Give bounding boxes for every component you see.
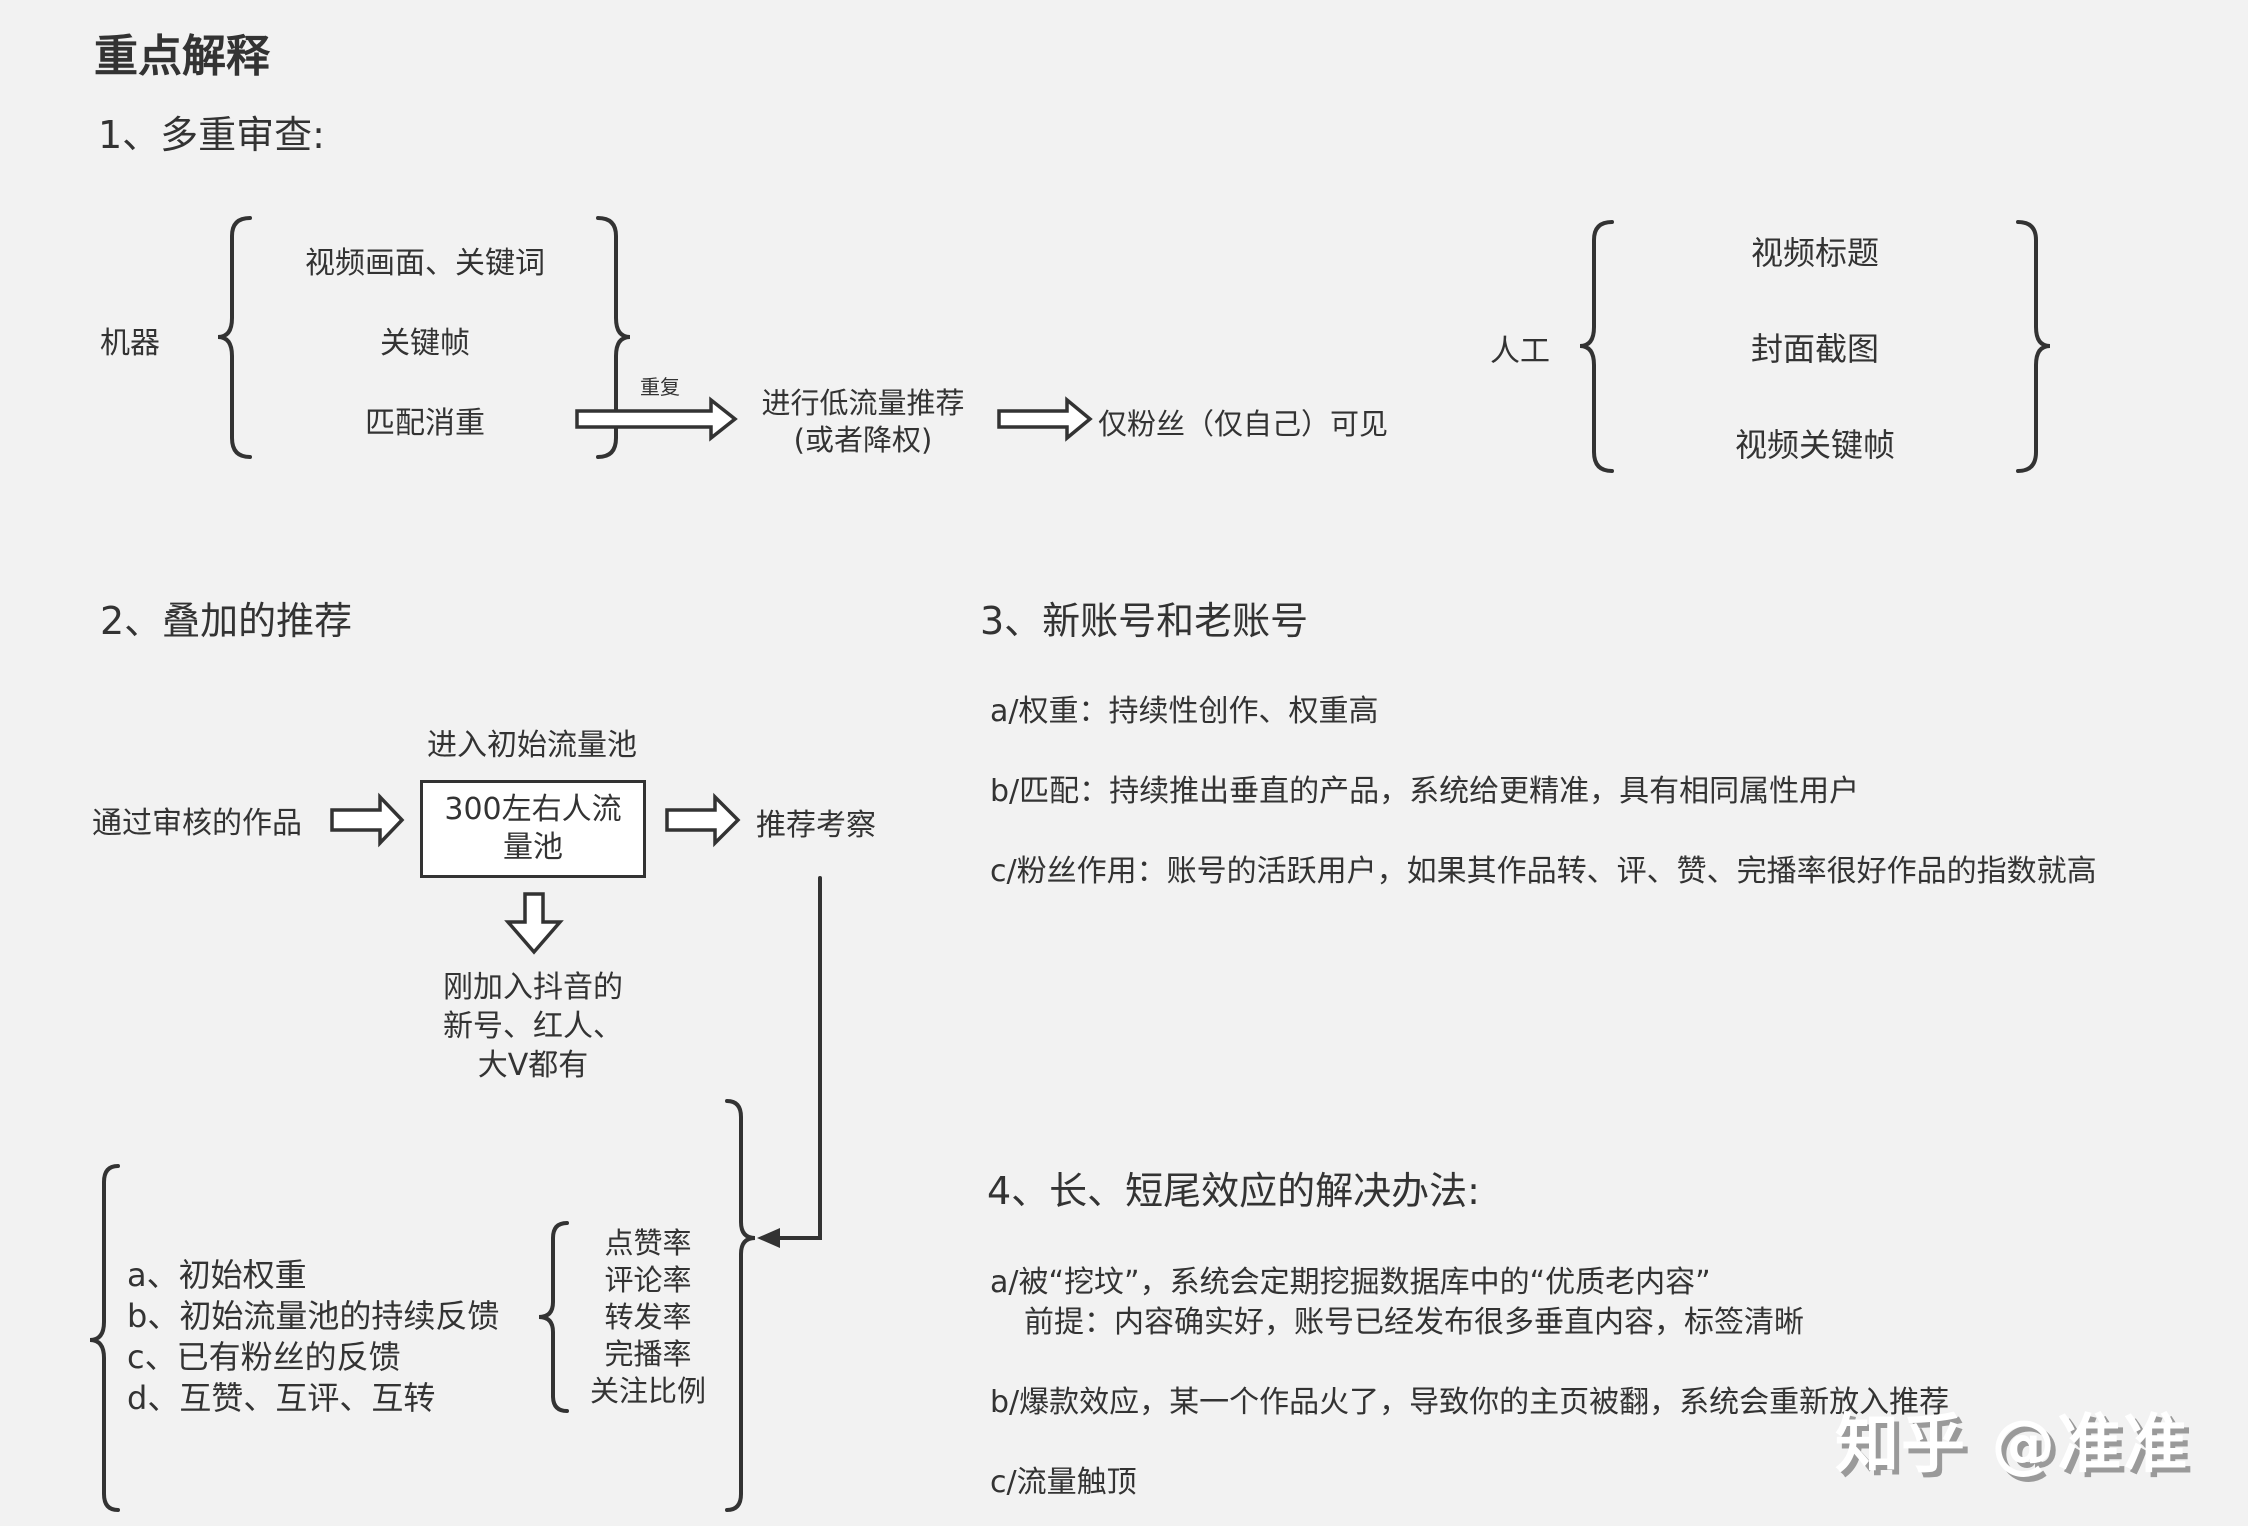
right-brace-icon	[596, 216, 631, 459]
section3-item: b/匹配：持续推出垂直的产品，系统给更精准，具有相同属性用户	[990, 774, 1860, 809]
pool-title: 进入初始流量池	[427, 728, 637, 763]
arrow-right-icon	[997, 396, 1093, 442]
section1-heading: 1、多重审查:	[98, 113, 325, 157]
manual-item: 视频标题	[1750, 234, 1879, 272]
pool-note-line: 大V都有	[477, 1048, 589, 1083]
left-brace-icon	[538, 1221, 569, 1413]
metric-item: 转发率	[604, 1300, 692, 1334]
section4-item-a-note: 前提：内容确实好，账号已经发布很多垂直内容，标签清晰	[1024, 1305, 1804, 1340]
factor-item: b、初始流量池的持续反馈	[127, 1297, 500, 1335]
arrow-down-icon	[504, 892, 564, 955]
factor-item: d、互赞、互评、互转	[127, 1379, 436, 1417]
metric-item: 关注比例	[589, 1374, 706, 1408]
section4-item-b: b/爆款效应，某一个作品火了，导致你的主页被翻，系统会重新放入推荐	[990, 1385, 1950, 1420]
section3-item: a/权重：持续性创作、权重高	[990, 694, 1379, 729]
machine-item: 匹配消重	[365, 406, 485, 441]
machine-label: 机器	[100, 326, 160, 361]
factor-item: c、已有粉丝的反馈	[127, 1338, 401, 1376]
watermark: 知乎 @准准	[1835, 1408, 2190, 1482]
section3-heading: 3、新账号和老账号	[980, 599, 1309, 643]
page-title: 重点解释	[94, 31, 270, 82]
factor-item: a、初始权重	[127, 1256, 307, 1294]
right-brace-icon	[2016, 220, 2051, 473]
factor-list: a、初始权重 b、初始流量池的持续反馈 c、已有粉丝的反馈 d、互赞、互评、互转	[127, 1255, 499, 1419]
left-brace-icon	[217, 216, 252, 459]
machine-item: 关键帧	[380, 326, 470, 361]
low-traffic-line: (或者降权)	[793, 423, 933, 457]
arrowhead-left-icon	[757, 1228, 780, 1248]
arrow-right-icon	[330, 792, 405, 848]
section4-item-c: c/流量触顶	[990, 1465, 1137, 1500]
pool-box-line: 300左右人流	[444, 792, 622, 827]
low-traffic-line: 进行低流量推荐	[761, 386, 965, 420]
pool-note: 刚加入抖音的 新号、红人、 大V都有	[400, 968, 666, 1085]
arrow-right-icon	[575, 396, 738, 442]
pool-note-line: 新号、红人、	[443, 1009, 623, 1044]
pool-note-line: 刚加入抖音的	[443, 970, 623, 1005]
metric-list: 点赞率 评论率 转发率 完播率 关注比例	[578, 1225, 718, 1410]
section4-heading: 4、长、短尾效应的解决办法:	[987, 1169, 1480, 1213]
section3-item: c/粉丝作用：账号的活跃用户，如果其作品转、评、赞、完播率很好作品的指数就高	[990, 854, 2097, 889]
section4-item-a: a/被“挖坟”，系统会定期挖掘数据库中的“优质老内容”	[990, 1265, 1711, 1300]
section2-heading: 2、叠加的推荐	[100, 599, 353, 643]
left-brace-icon	[89, 1164, 120, 1512]
low-traffic-step: 进行低流量推荐 (或者降权)	[752, 385, 974, 459]
right-brace-icon	[725, 1099, 756, 1512]
visible-step: 仅粉丝（仅自己）可见	[1098, 407, 1389, 441]
machine-item: 视频画面、关键词	[305, 246, 545, 281]
connector-line	[776, 876, 822, 1240]
metric-item: 点赞率	[604, 1226, 692, 1260]
arrow-right-icon	[665, 792, 741, 848]
metric-item: 评论率	[604, 1263, 692, 1297]
input-label: 通过审核的作品	[92, 806, 302, 841]
metric-item: 完播率	[604, 1337, 692, 1371]
initial-pool-box: 300左右人流 量池	[420, 780, 646, 878]
left-brace-icon	[1579, 220, 1614, 473]
manual-label: 人工	[1490, 334, 1550, 369]
recommend-review-label: 推荐考察	[756, 808, 876, 843]
pool-box-line: 量池	[502, 830, 563, 865]
repeat-label: 重复	[640, 375, 680, 399]
manual-item: 视频关键帧	[1734, 426, 1895, 464]
manual-item: 封面截图	[1750, 330, 1879, 368]
